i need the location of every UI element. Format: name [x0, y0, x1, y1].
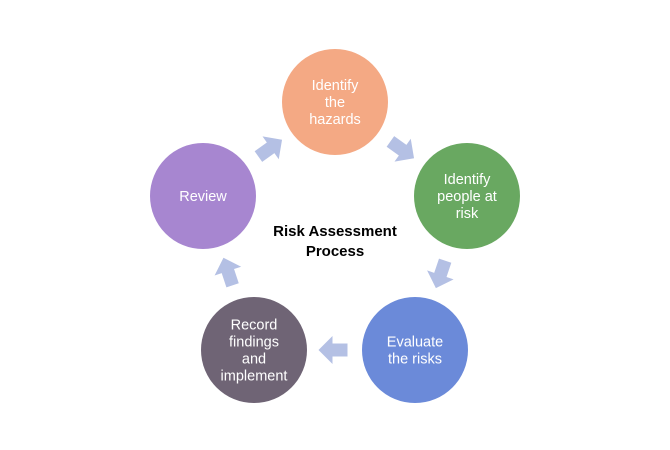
step-label-line: Review [179, 189, 227, 205]
step-circle [362, 297, 468, 403]
diagram-title-line: Risk Assessment [273, 223, 397, 240]
step-label-line: Evaluate [387, 335, 443, 351]
step-review: Review [150, 143, 256, 249]
step-label-line: and [242, 352, 266, 368]
step-circle [282, 49, 388, 155]
step-label-line: risk [456, 206, 479, 222]
cycle-arrow-icon [427, 258, 454, 289]
step-label-line: the [325, 95, 345, 111]
step-label-line: Identify [444, 172, 491, 188]
cycle-arrows [214, 136, 454, 364]
step-circle [414, 143, 520, 249]
step-circle [201, 297, 307, 403]
step-circle [150, 143, 256, 249]
step-label-line: findings [229, 335, 279, 351]
cycle-arrow-icon [214, 257, 242, 288]
diagram-title-line: Process [306, 243, 364, 260]
step-label-line: Identify [312, 78, 359, 94]
cycle-arrow-icon [386, 136, 415, 162]
cycle-arrow-icon [254, 136, 283, 162]
cycle-arrow-icon [318, 336, 348, 364]
step-label-line: people at [437, 189, 497, 205]
step-label-line: implement [221, 369, 288, 385]
step-label-line: the risks [388, 352, 442, 368]
step-label-line: hazards [309, 112, 361, 128]
step-label-line: Record [231, 318, 278, 334]
step-label: Review [179, 189, 227, 205]
